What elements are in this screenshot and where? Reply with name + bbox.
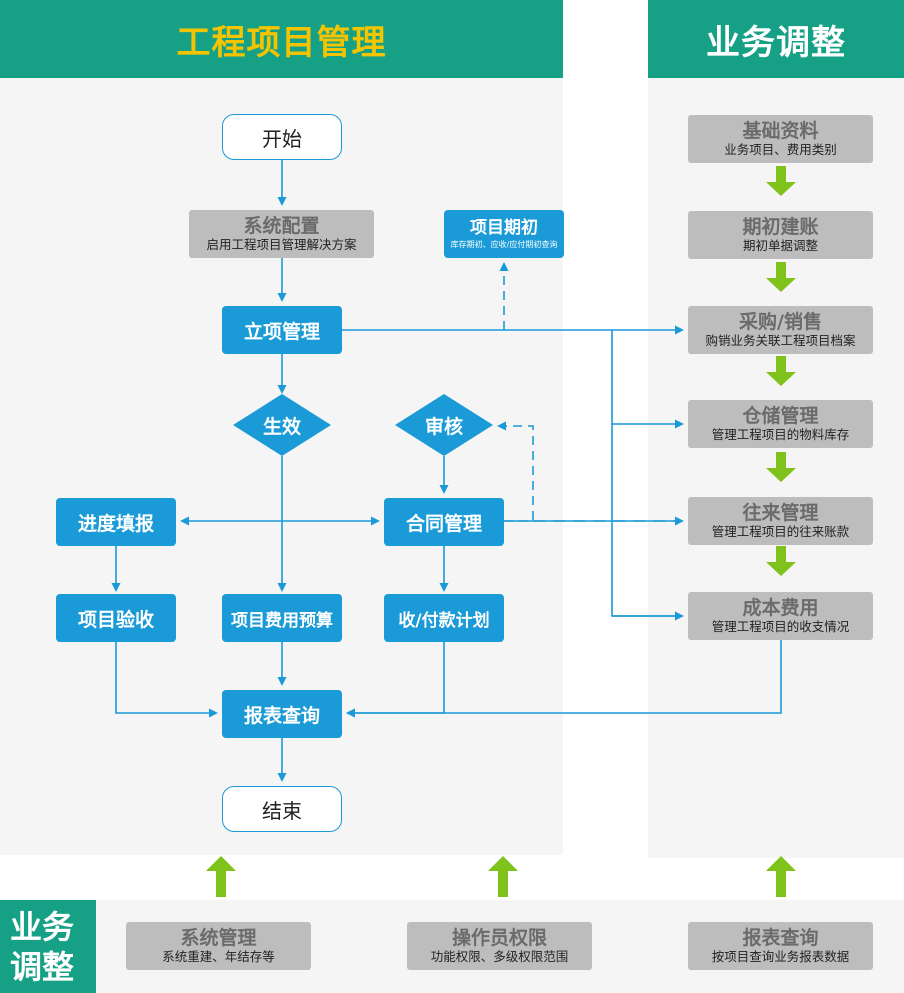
green-arrow-3 <box>766 356 796 386</box>
right-box-basic-data[interactable]: 基础资料 业务项目、费用类别 <box>688 115 873 163</box>
bottom-box-title: 报表查询 <box>742 927 819 949</box>
green-up-arrow-2 <box>488 856 518 897</box>
start-label: 开始 <box>262 126 302 151</box>
left-header: 工程项目管理 <box>0 0 563 78</box>
bottom-box-title: 系统管理 <box>180 927 257 949</box>
audit-label: 审核 <box>424 415 463 438</box>
right-box-sub: 管理工程项目的物料库存 <box>711 427 850 442</box>
bottom-box-sub: 按项目查询业务报表数据 <box>711 949 850 964</box>
green-arrow-5 <box>766 546 796 576</box>
right-header-title: 业务调整 <box>706 22 846 63</box>
right-box-cost[interactable]: 成本费用 管理工程项目的收支情况 <box>688 592 873 640</box>
right-box-sub: 管理工程项目的收支情况 <box>711 619 850 634</box>
arrow-accept-report <box>115 642 218 718</box>
report-query-node[interactable]: 报表查询 <box>222 690 342 738</box>
bottom-box-sub: 系统重建、年结存等 <box>162 949 275 964</box>
bottom-box-report-query[interactable]: 报表查询 按项目查询业务报表数据 <box>688 922 873 970</box>
project-accept-node[interactable]: 项目验收 <box>56 594 176 642</box>
right-box-title: 基础资料 <box>742 120 819 142</box>
project-setup-label: 立项管理 <box>243 320 320 343</box>
arrow-cost-report <box>346 640 782 718</box>
right-box-storage[interactable]: 仓储管理 管理工程项目的物料库存 <box>688 400 873 448</box>
left-header-title: 工程项目管理 <box>176 22 387 63</box>
system-config-sub: 启用工程项目管理解决方案 <box>206 237 357 252</box>
right-box-title: 期初建账 <box>742 216 819 238</box>
end-label: 结束 <box>262 798 302 823</box>
green-arrow-2 <box>766 262 796 292</box>
right-box-sub: 购销业务关联工程项目档案 <box>705 333 856 348</box>
bottom-box-sub: 功能权限、多级权限范围 <box>430 949 569 964</box>
bottom-box-title: 操作员权限 <box>451 927 547 949</box>
project-initial-sub: 库存期初、应收/应付期初查询 <box>450 240 558 249</box>
bottom-box-operator-permission[interactable]: 操作员权限 功能权限、多级权限范围 <box>407 922 592 970</box>
expense-budget-node[interactable]: 项目费用预算 <box>222 594 342 642</box>
payment-plan-node[interactable]: 收/付款计划 <box>384 594 504 642</box>
right-box-sub: 业务项目、费用类别 <box>724 142 837 157</box>
progress-fill-label: 进度填报 <box>77 512 154 535</box>
right-header: 业务调整 <box>648 0 904 78</box>
project-setup-node[interactable]: 立项管理 <box>222 306 342 354</box>
expense-budget-label: 项目费用预算 <box>231 610 333 631</box>
right-box-title: 成本费用 <box>742 597 819 619</box>
diamond-effective-shape <box>233 394 331 456</box>
right-box-initial-books[interactable]: 期初建账 期初单据调整 <box>688 211 873 259</box>
arrow-dashed-audit <box>497 421 534 522</box>
system-config-node[interactable]: 系统配置 启用工程项目管理解决方案 <box>189 210 374 258</box>
right-box-sub: 管理工程项目的往来账款 <box>711 524 850 539</box>
arrow-plan-report <box>346 642 445 718</box>
line-branch-cost <box>611 330 682 617</box>
right-box-title: 往来管理 <box>742 502 819 524</box>
green-up-arrow-3 <box>766 856 796 897</box>
project-accept-label: 项目验收 <box>77 608 154 631</box>
contract-mgmt-label: 合同管理 <box>405 512 482 535</box>
effective-label: 生效 <box>262 415 301 438</box>
report-query-label: 报表查询 <box>243 704 320 727</box>
effective-node[interactable]: 生效 <box>233 394 331 456</box>
right-box-contacts[interactable]: 往来管理 管理工程项目的往来账款 <box>688 497 873 545</box>
bottom-side-line1: 业务 <box>10 907 75 946</box>
green-up-arrow-1 <box>206 856 236 897</box>
green-arrow-1 <box>766 166 796 196</box>
system-config-title: 系统配置 <box>243 215 320 237</box>
right-box-purchase-sales[interactable]: 采购/销售 购销业务关联工程项目档案 <box>688 306 873 354</box>
end-node[interactable]: 结束 <box>222 786 342 832</box>
project-initial-title: 项目期初 <box>470 218 538 238</box>
project-initial-node[interactable]: 项目期初 库存期初、应收/应付期初查询 <box>444 210 564 258</box>
bottom-side-line2: 调整 <box>10 947 75 986</box>
green-arrow-4 <box>766 452 796 482</box>
contract-mgmt-node[interactable]: 合同管理 <box>384 498 504 546</box>
right-box-title: 仓储管理 <box>742 405 819 427</box>
right-box-title: 采购/销售 <box>739 311 822 333</box>
payment-plan-label: 收/付款计划 <box>398 610 490 631</box>
progress-fill-node[interactable]: 进度填报 <box>56 498 176 546</box>
audit-node[interactable]: 审核 <box>395 394 493 456</box>
bottom-box-system-mgmt[interactable]: 系统管理 系统重建、年结存等 <box>126 922 311 970</box>
diamond-audit-shape <box>395 394 493 456</box>
start-node[interactable]: 开始 <box>222 114 342 160</box>
bottom-side-label: 业务 调整 <box>0 900 96 993</box>
right-box-sub: 期初单据调整 <box>742 238 818 253</box>
